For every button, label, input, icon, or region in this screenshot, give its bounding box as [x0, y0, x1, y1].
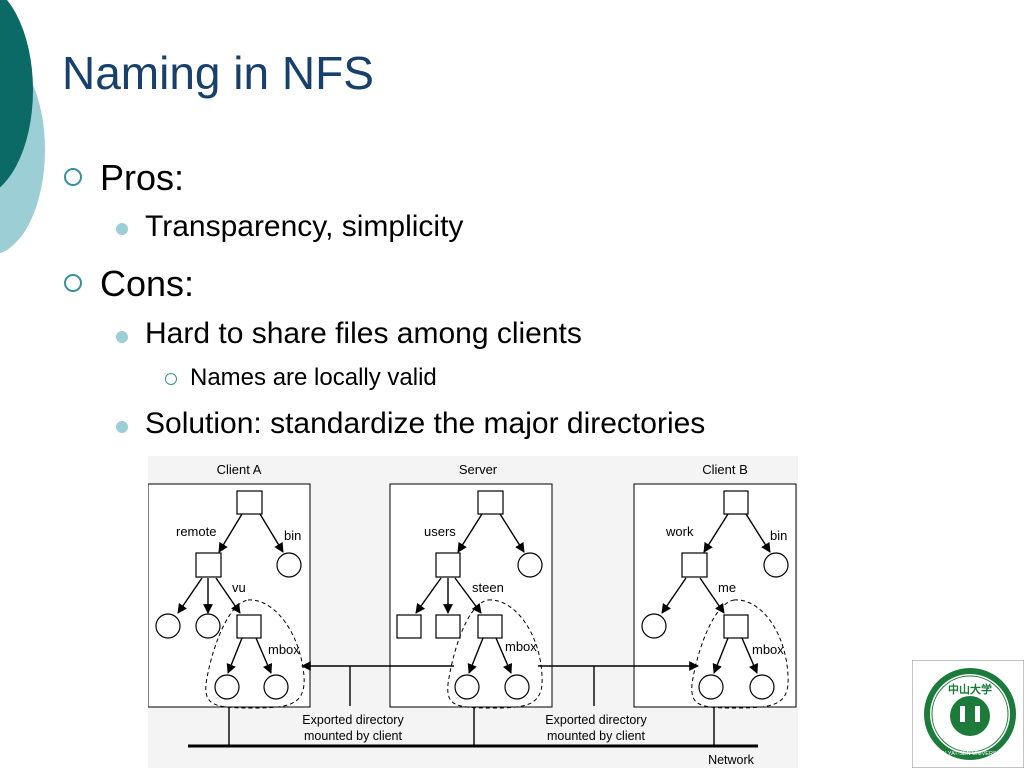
bullet-dot-icon: [116, 421, 128, 433]
label-bin: bin: [770, 528, 787, 543]
client-b-label: Client B: [702, 462, 748, 477]
bullet-pros-item: Transparency, simplicity: [145, 210, 464, 243]
nfs-naming-diagram: Client A Server Client B: [148, 456, 798, 768]
label-steen: steen: [472, 580, 504, 595]
server-box: [389, 483, 553, 708]
network-label: Network: [708, 753, 755, 767]
exported-caption-left-line2: mounted by client: [304, 729, 403, 743]
dir-node: [195, 552, 222, 578]
label-vu: vu: [232, 580, 246, 595]
bullet-ring-icon: [64, 274, 82, 292]
dir-node: [477, 614, 503, 639]
label-bin: bin: [284, 528, 301, 543]
label-mbox: mbox: [752, 642, 784, 657]
dir-node: [435, 614, 461, 639]
dir-node: [477, 490, 504, 515]
dir-node: [236, 614, 262, 639]
file-node: [214, 674, 240, 700]
dir-node: [681, 552, 708, 578]
exported-caption-right-line1: Exported directory: [545, 713, 647, 727]
dir-node: [723, 614, 749, 639]
file-node: [749, 674, 775, 700]
label-users: users: [424, 524, 456, 539]
file-node: [263, 674, 289, 700]
university-seal-logo: 中山大学 SUN YAT-SEN UNIVERSITY: [912, 660, 1024, 768]
bullet-cons: Cons:: [100, 263, 195, 304]
bullet-cons-item2: Solution: standardize the major director…: [145, 407, 706, 440]
corner-decoration: [0, 0, 45, 254]
page-title: Naming in NFS: [62, 47, 374, 99]
dir-node: [435, 552, 461, 578]
server-label: Server: [459, 462, 498, 477]
exported-subtree-outline: [447, 599, 543, 709]
label-mbox: mbox: [505, 639, 537, 654]
file-node: [195, 613, 221, 639]
bullet-dot-icon: [116, 223, 128, 235]
label-remote: remote: [176, 524, 216, 539]
client-b-box: [633, 483, 797, 708]
exported-caption-left-line1: Exported directory: [302, 713, 404, 727]
svg-text:SUN YAT-SEN UNIVERSITY: SUN YAT-SEN UNIVERSITY: [935, 751, 1006, 757]
label-mbox: mbox: [268, 642, 300, 657]
dir-node: [723, 490, 749, 515]
file-node: [504, 674, 530, 700]
bullet-dot-icon: [116, 331, 128, 343]
file-node: [763, 552, 789, 578]
dir-node: [236, 490, 263, 515]
file-node: [641, 613, 667, 639]
exported-caption-right-line2: mounted by client: [547, 729, 646, 743]
file-node: [155, 613, 181, 639]
bullet-cons-item1: Hard to share files among clients: [145, 317, 582, 350]
label-me: me: [718, 580, 736, 595]
bullet-ring-small-icon: [165, 373, 177, 385]
file-node: [454, 674, 480, 700]
file-node: [698, 674, 724, 700]
dir-node: [396, 614, 422, 639]
client-a-box: [148, 483, 311, 708]
file-node: [276, 552, 302, 578]
mounted-subtree-outline: [691, 599, 789, 709]
bullet-cons-item1-sub: Names are locally valid: [190, 364, 437, 391]
svg-text:中山大学: 中山大学: [948, 682, 992, 696]
label-work: work: [665, 524, 694, 539]
client-a-label: Client A: [217, 462, 262, 477]
mounted-subtree-outline: [205, 599, 305, 709]
file-node: [517, 552, 543, 578]
bullet-pros: Pros:: [100, 157, 185, 198]
bullet-ring-icon: [64, 168, 82, 186]
